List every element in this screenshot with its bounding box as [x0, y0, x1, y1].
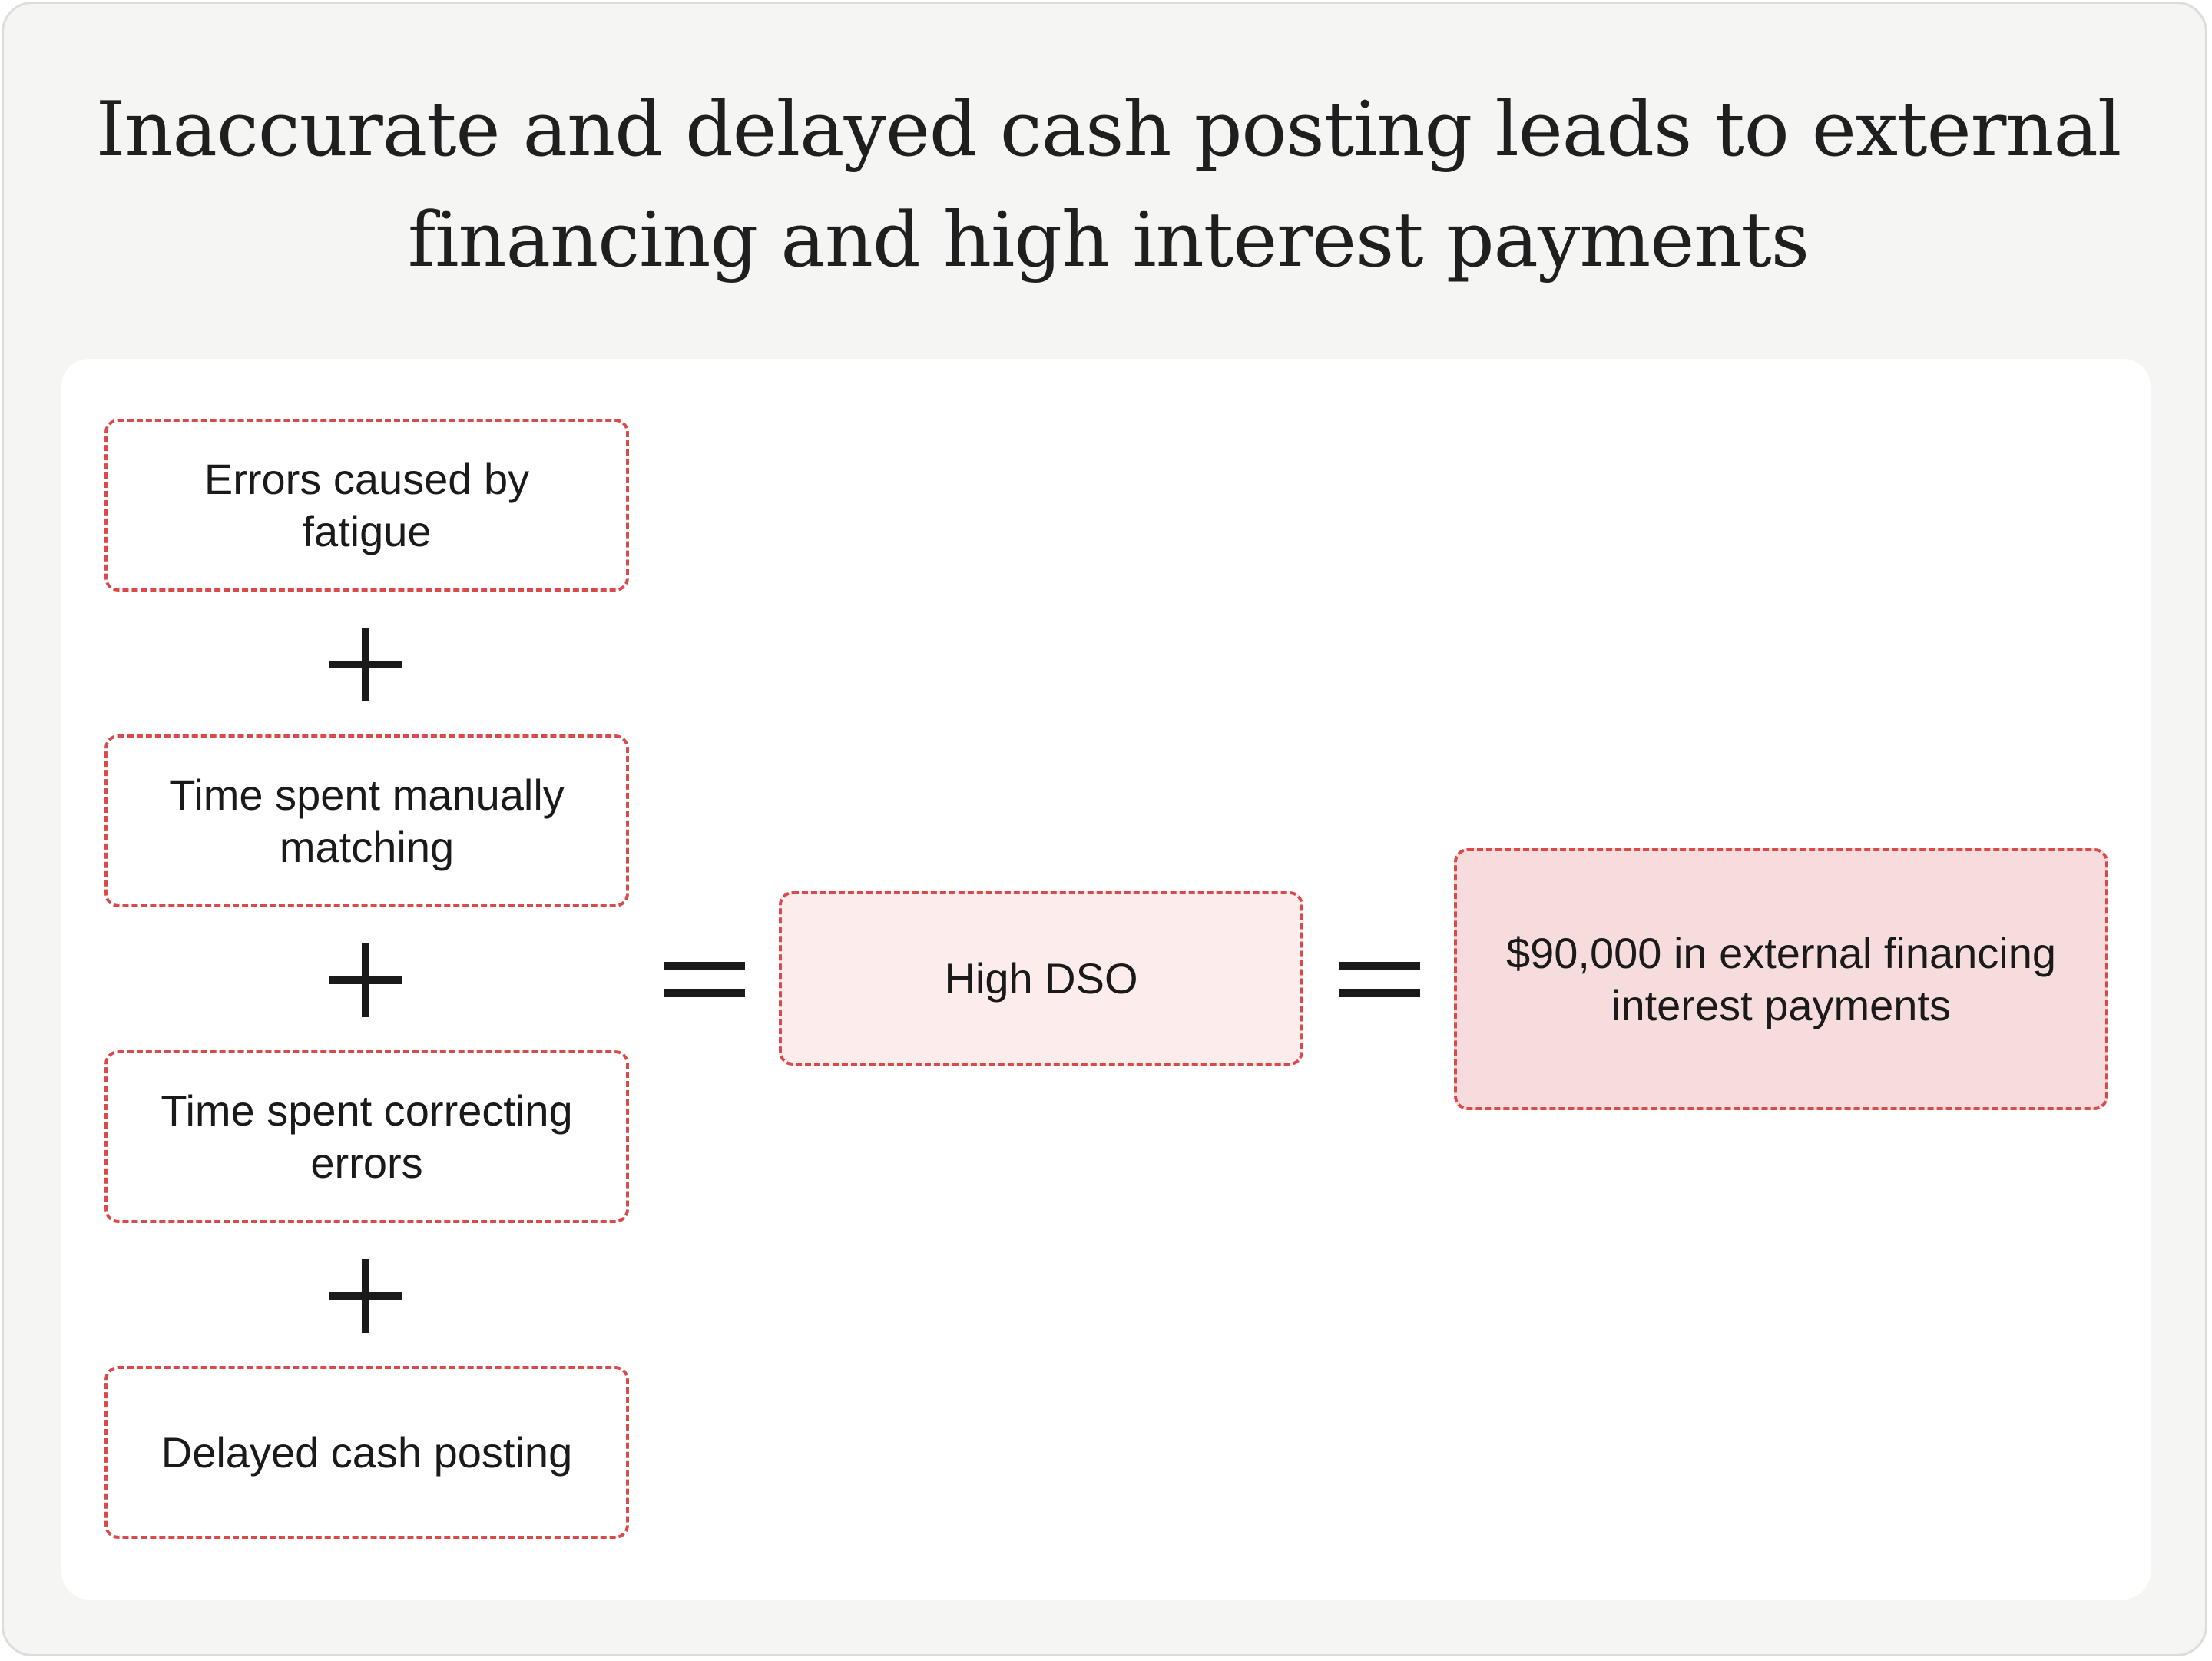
middle-box-high-dso: High DSO: [779, 891, 1303, 1066]
equals-operator-1: [664, 962, 745, 997]
equals-operator-2: [1339, 962, 1420, 997]
plus-operator-1: [329, 628, 402, 701]
plus-operator-2: [329, 943, 402, 1017]
input-box-delayed-posting: Delayed cash posting: [104, 1366, 629, 1539]
input-box-manual-matching: Time spent manually matching: [104, 734, 629, 907]
input-box-errors-fatigue: Errors caused by fatigue: [104, 419, 629, 592]
plus-operator-3: [329, 1259, 402, 1333]
diagram-title: Inaccurate and delayed cash posting lead…: [95, 86, 2122, 284]
input-box-correcting-errors: Time spent correcting errors: [104, 1050, 629, 1223]
result-box-interest-payments: $90,000 in external financing interest p…: [1454, 848, 2108, 1110]
